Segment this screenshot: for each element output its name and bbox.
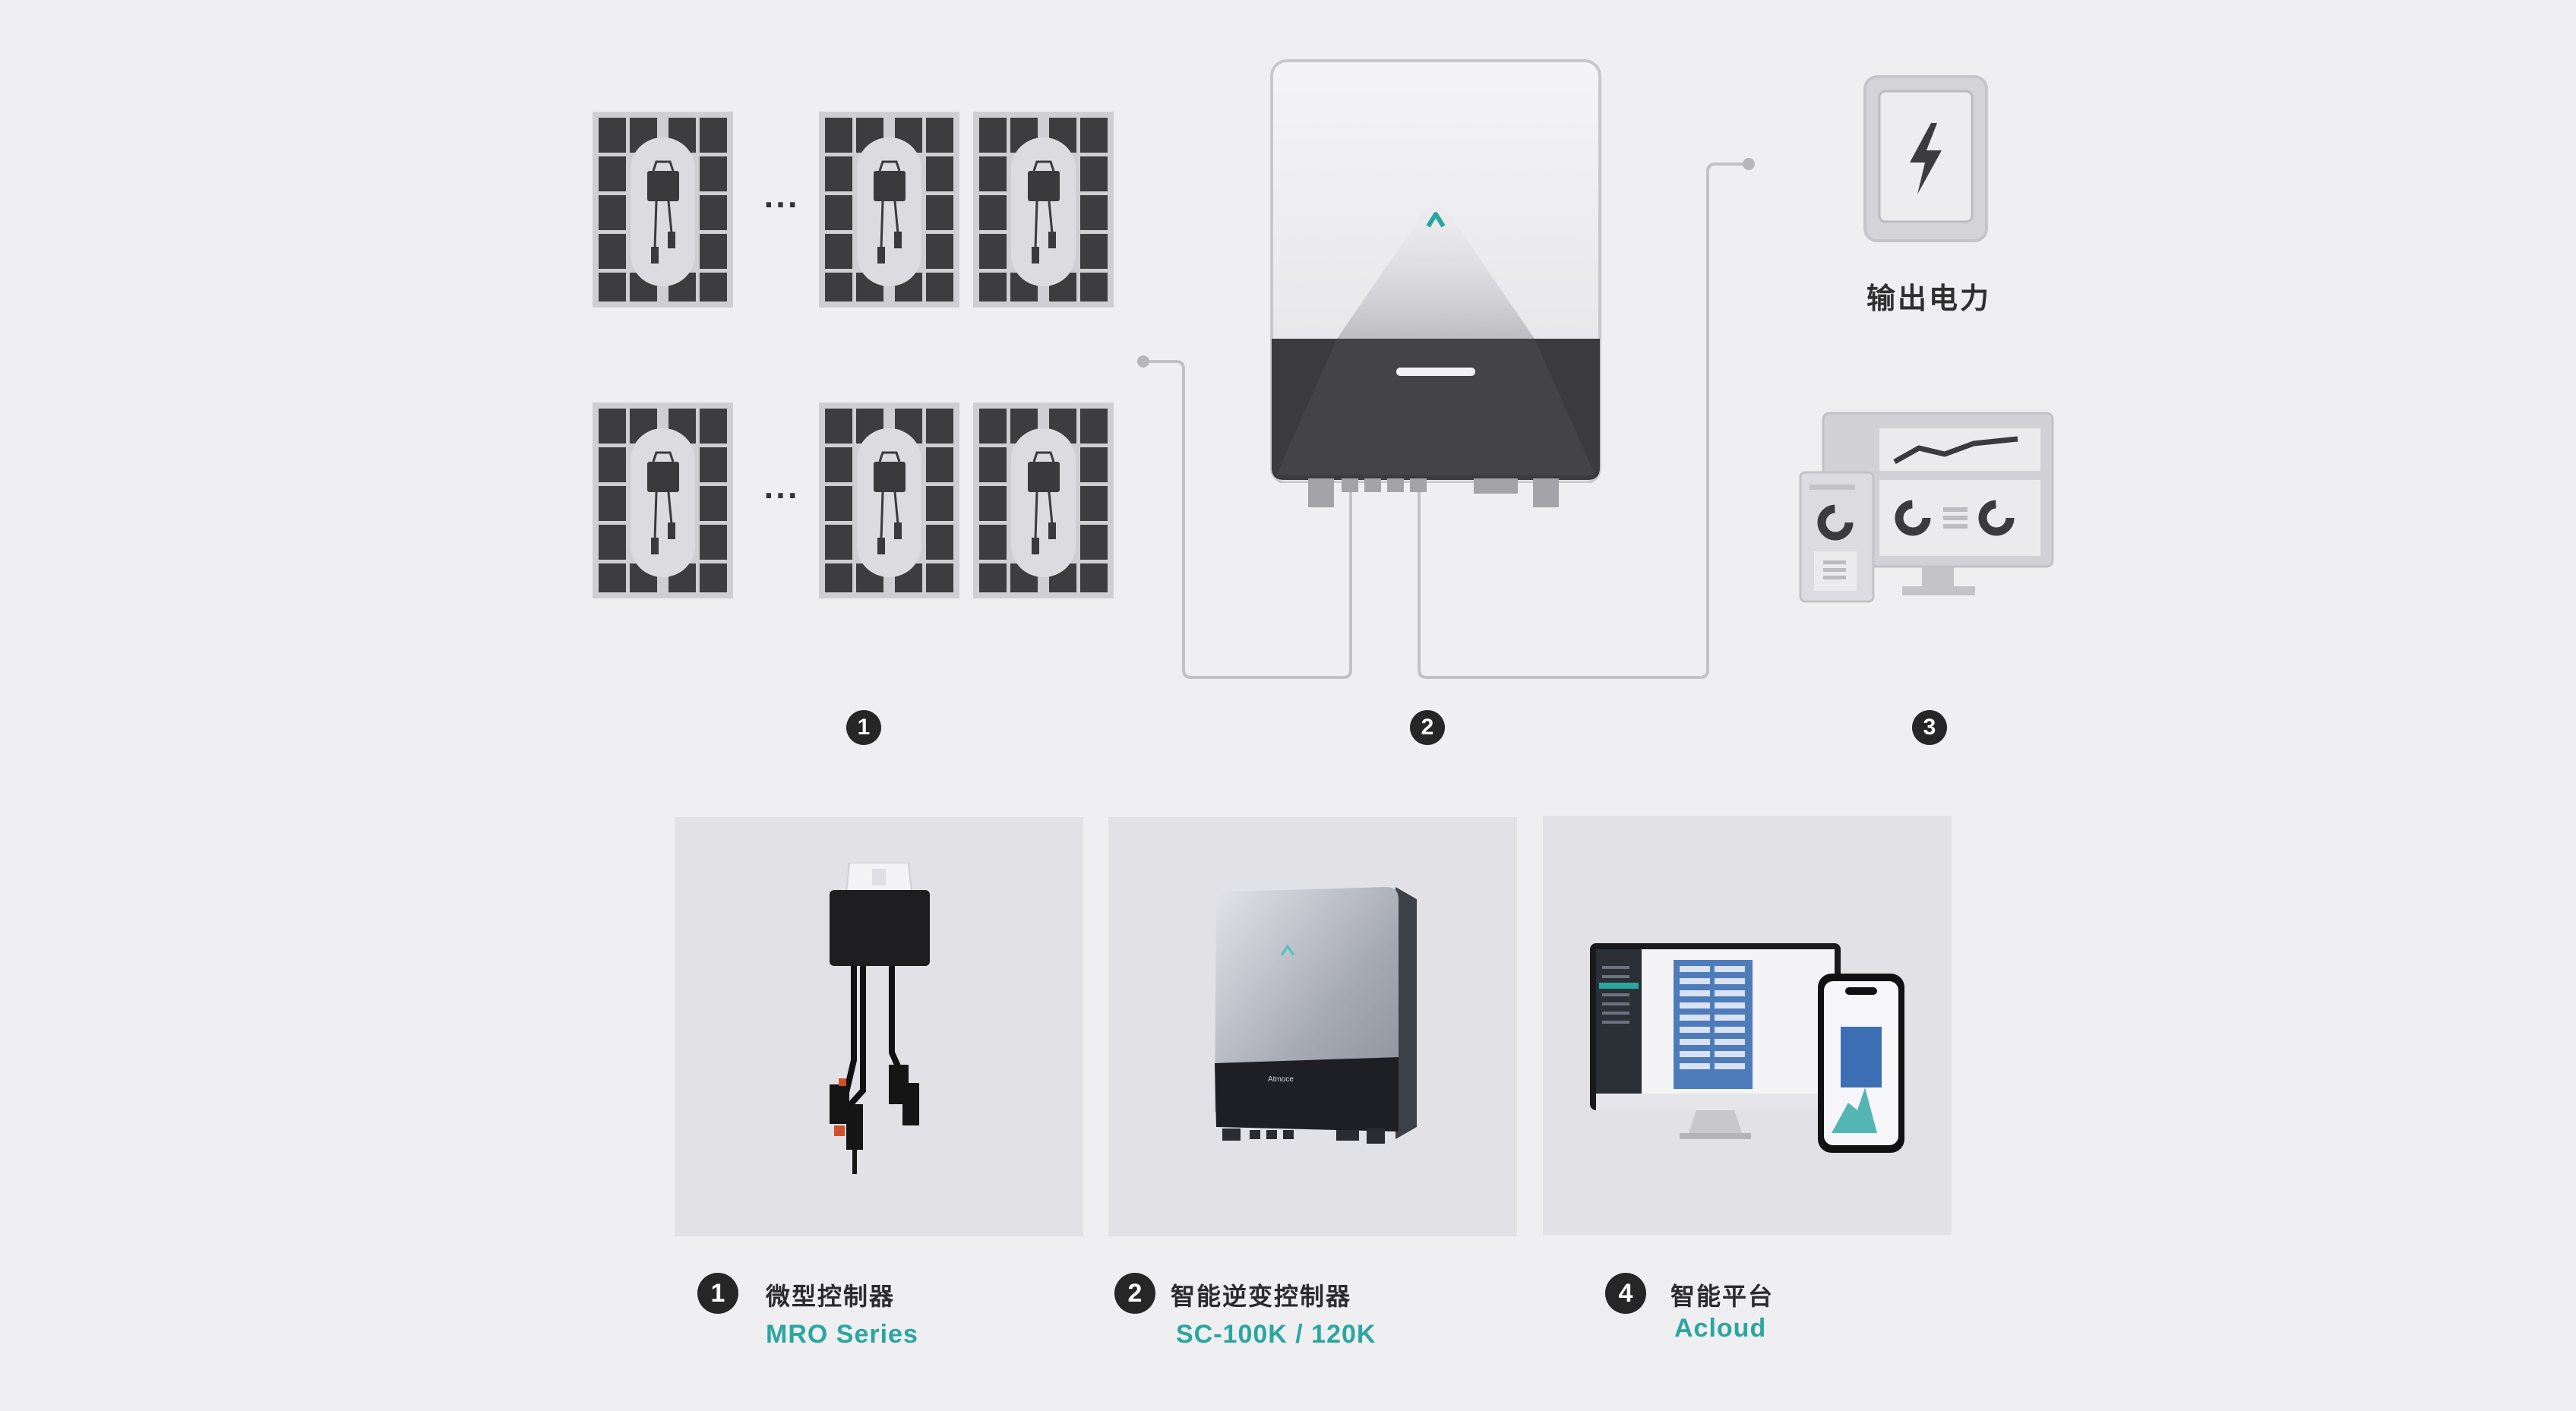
card-title-smart-inverter: 智能逆变控制器	[1171, 1282, 1352, 1311]
card-micro-controller	[675, 817, 1083, 1236]
solar-panel	[973, 402, 1114, 598]
card-title-smart-platform: 智能平台	[1670, 1282, 1775, 1311]
inverter-ports	[1308, 478, 1566, 512]
card-badge-4: 4	[1605, 1273, 1646, 1314]
dashboard-icon	[1797, 412, 2056, 608]
solar-panel	[973, 112, 1114, 308]
card-title-micro-controller: 微型控制器	[766, 1282, 896, 1311]
micro-controller-image	[830, 863, 930, 1174]
step-badge-3: 3	[1912, 710, 1947, 745]
smart-inverter-image: Atmoce	[1215, 887, 1417, 1144]
lightning-icon	[1863, 74, 1989, 246]
card-subtitle-smart-platform: Acloud	[1674, 1314, 1767, 1343]
card-badge-1: 1	[697, 1273, 738, 1314]
solar-panel	[819, 402, 959, 598]
card-subtitle-micro-controller: MRO Series	[766, 1320, 918, 1349]
svg-text:Atmoce: Atmoce	[1268, 1075, 1294, 1084]
card-smart-inverter: Atmoce	[1108, 817, 1517, 1236]
card-smart-platform	[1543, 816, 1952, 1235]
ellipsis: ···	[763, 481, 800, 512]
step-badge-1: 1	[846, 710, 881, 745]
output-power-label: 输出电力	[1866, 282, 1992, 315]
smart-platform-image	[1590, 943, 1904, 1153]
inverter-illustration	[1269, 58, 1603, 485]
ellipsis: ···	[763, 190, 800, 221]
step-badge-2: 2	[1410, 710, 1445, 745]
solar-panel	[593, 402, 733, 598]
card-badge-2: 2	[1114, 1273, 1155, 1314]
solar-panel	[593, 112, 733, 308]
card-subtitle-smart-inverter: SC-100K / 120K	[1176, 1320, 1377, 1349]
solar-panel	[819, 112, 959, 308]
